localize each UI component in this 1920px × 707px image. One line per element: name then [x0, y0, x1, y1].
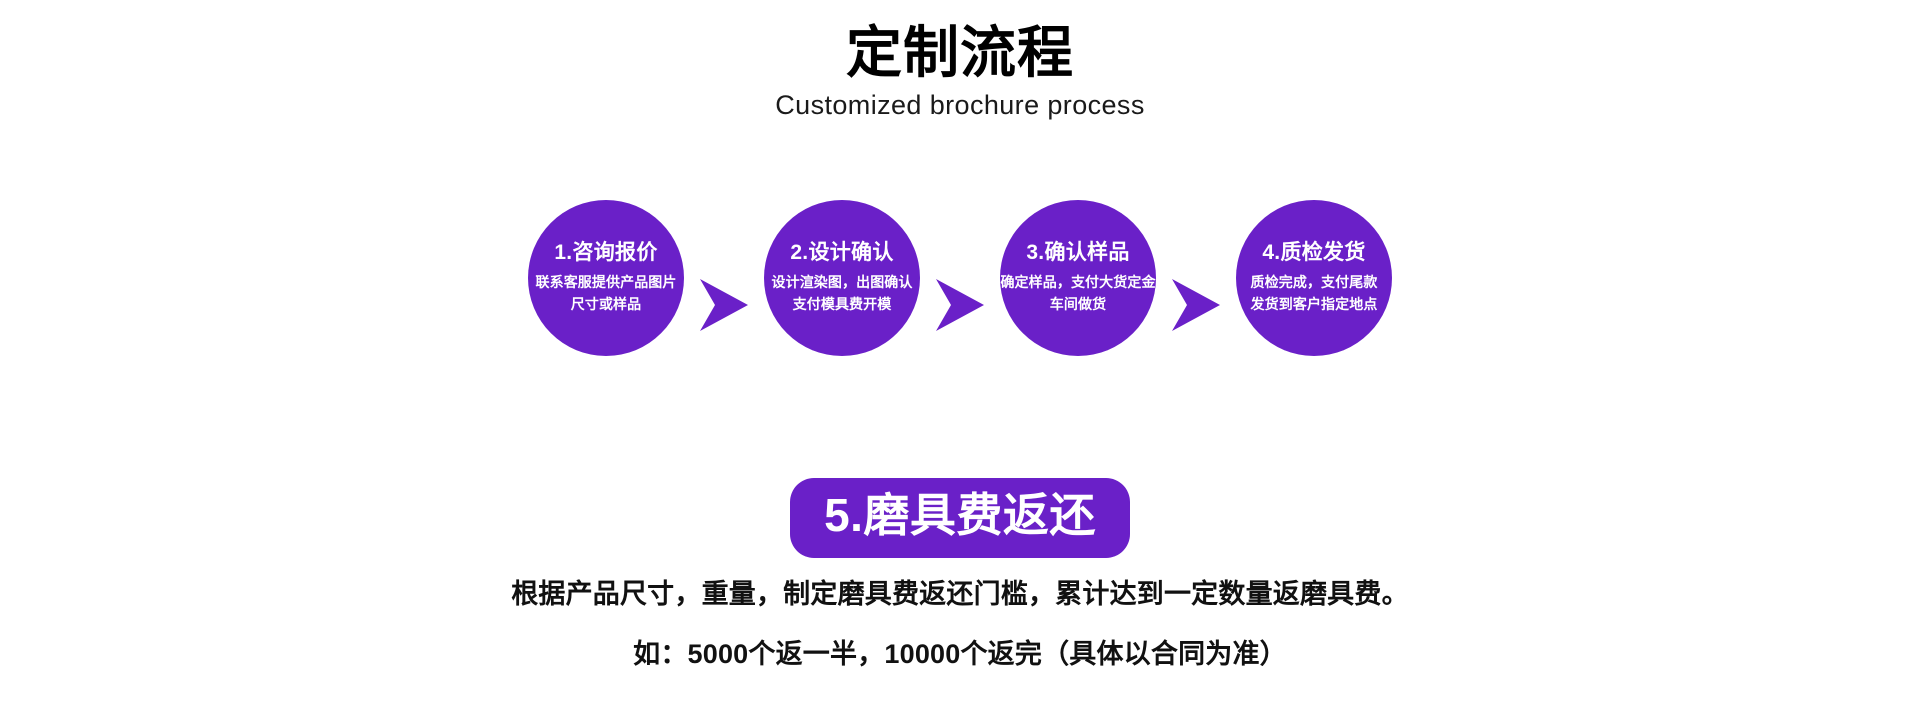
step-desc-line-1: 联系客服提供产品图片	[535, 273, 677, 290]
step-circle-4[interactable]: 4.质检发货 质检完成，支付尾款 发货到客户指定地点	[1236, 200, 1392, 356]
step-title: 4.质检发货	[1262, 240, 1366, 264]
step-title: 3.确认样品	[1026, 240, 1130, 264]
step-circle-1[interactable]: 1.咨询报价 联系客服提供产品图片 尺寸或样品	[528, 200, 684, 356]
step-circle-3[interactable]: 3.确认样品 确定样品，支付大货定金 车间做货	[1000, 200, 1156, 356]
step-desc-line-2: 车间做货	[1049, 295, 1107, 312]
arrow-right-icon	[1156, 200, 1236, 356]
step-circle-2[interactable]: 2.设计确认 设计渲染图，出图确认 支付模具费开模	[764, 200, 920, 356]
arrow-right-icon	[684, 200, 764, 356]
step-desc-line-2: 发货到客户指定地点	[1250, 295, 1378, 312]
step-desc-line-1: 质检完成，支付尾款	[1250, 273, 1378, 290]
page-header: 定制流程 Customized brochure process	[0, 0, 1920, 120]
arrow-right-icon	[920, 200, 1000, 356]
refund-badge-wrap: 5.磨具费返还	[0, 478, 1920, 558]
step-desc-line-1: 设计渲染图，出图确认	[771, 273, 913, 290]
refund-badge[interactable]: 5.磨具费返还	[790, 478, 1130, 558]
note-line-2: 如：5000个返一半，10000个返完（具体以合同为准）	[633, 639, 1287, 670]
process-steps: 1.咨询报价 联系客服提供产品图片 尺寸或样品 2.设计确认 设计渲染图，出图确…	[0, 188, 1920, 368]
step-desc-line-2: 尺寸或样品	[570, 295, 642, 312]
footer-notes: 根据产品尺寸，重量，制定磨具费返还门槛，累计达到一定数量返磨具费。 如：5000…	[0, 578, 1920, 671]
step-desc-line-2: 支付模具费开模	[792, 295, 892, 312]
note-line-1: 根据产品尺寸，重量，制定磨具费返还门槛，累计达到一定数量返磨具费。	[511, 579, 1409, 609]
step-title: 1.咨询报价	[554, 240, 658, 264]
page-subtitle: Customized brochure process	[775, 89, 1145, 120]
page-title: 定制流程	[846, 21, 1074, 84]
step-title: 2.设计确认	[790, 240, 894, 264]
step-desc-line-1: 确定样品，支付大货定金	[1000, 273, 1156, 290]
